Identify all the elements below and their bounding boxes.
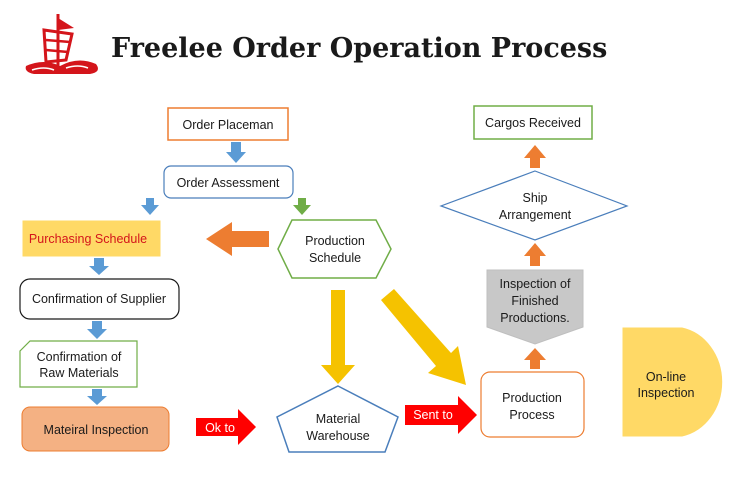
material-warehouse-label: Material <box>316 412 360 426</box>
online-inspection-shape <box>622 327 723 437</box>
blue-arrow-down <box>226 142 246 163</box>
green-arrow-down <box>293 198 311 215</box>
order-placeman-box <box>167 107 289 141</box>
production-process-box <box>480 371 585 438</box>
inspection-finished-shape <box>486 269 584 345</box>
material-warehouse-pentagon <box>276 385 399 453</box>
blue-arrow-down <box>87 389 107 405</box>
cargos-received-label: Cargos Received <box>485 116 581 130</box>
orange-arrow-up <box>524 145 546 168</box>
material-inspection-box <box>21 406 170 452</box>
yellow-arrow-down <box>321 290 355 384</box>
ok-to-arrow <box>196 409 256 445</box>
confirmation-supplier-box <box>19 278 180 320</box>
production-schedule-hexagon <box>277 219 392 279</box>
production-schedule-label: Schedule <box>309 251 361 265</box>
blue-arrow-down <box>141 198 159 215</box>
blue-arrow-down <box>87 321 107 339</box>
blue-arrow-down <box>89 258 109 275</box>
order-assessment-label: Order Assessment <box>177 176 280 190</box>
confirmation-raw-label: Confirmation of <box>37 350 122 364</box>
online-inspection-label: Inspection <box>638 386 695 400</box>
purchasing-schedule-box <box>22 220 161 257</box>
sent-to-label: Sent to <box>413 408 453 422</box>
order-placeman-label: Order Placeman <box>182 118 273 132</box>
production-schedule-label: Production <box>305 234 365 248</box>
yellow-arrow-diagonal <box>381 289 466 385</box>
material-inspection-label: Mateiral Inspection <box>44 423 149 437</box>
confirmation-raw-box <box>19 340 138 388</box>
orange-arrow-up <box>524 243 546 266</box>
production-process-label: Process <box>509 408 554 422</box>
purchasing-schedule-label: Purchasing Schedule <box>29 232 147 246</box>
inspection-finished-label: Inspection of <box>500 277 571 291</box>
inspection-finished-label: Finished <box>511 294 558 308</box>
ok-to-label: Ok to <box>205 421 235 435</box>
orange-arrow-left <box>206 222 269 256</box>
orange-arrow-up <box>524 348 546 369</box>
freelee-logo <box>25 14 98 74</box>
online-inspection-label: On-line <box>646 370 686 384</box>
sent-to-arrow <box>405 396 477 434</box>
order-assessment-box <box>163 165 294 199</box>
production-process-label: Production <box>502 391 562 405</box>
cargos-received-box <box>473 105 593 140</box>
material-warehouse-label: Warehouse <box>306 429 370 443</box>
inspection-finished-label: Productions. <box>500 311 569 325</box>
ship-arrangement-label: Arrangement <box>499 208 572 222</box>
ship-arrangement-label: Ship <box>522 191 547 205</box>
ship-arrangement-diamond <box>439 170 629 241</box>
confirmation-raw-label: Raw Materials <box>39 366 118 380</box>
page-title: Freelee Order Operation Process <box>111 33 607 64</box>
confirmation-supplier-label: Confirmation of Supplier <box>32 292 166 306</box>
